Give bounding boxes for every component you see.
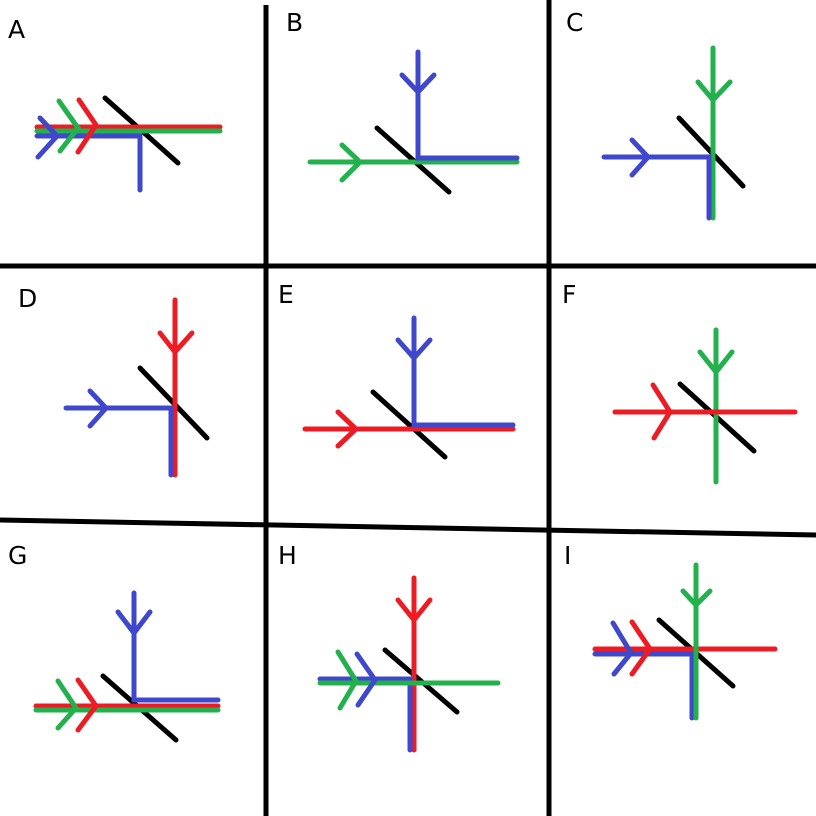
panel-g-drawing (33, 590, 221, 743)
blue-arrow-icon (629, 137, 652, 178)
blue-beam (601, 154, 712, 221)
blue-arrow-icon (115, 609, 153, 638)
panel-label-d: D (18, 284, 38, 313)
red-arrow-icon (75, 97, 100, 155)
red-arrow-icon (629, 619, 654, 677)
green-arrow-icon (56, 98, 82, 154)
blue-arrow-icon (35, 115, 61, 160)
panel-h-drawing (317, 575, 501, 753)
red-arrow-icon (335, 409, 360, 449)
green-arrow-icon (55, 678, 80, 731)
green-arrow-icon (695, 79, 733, 104)
blue-arrow-icon (354, 651, 379, 708)
panel-label-f: F (562, 280, 577, 309)
red-arrow-icon (157, 330, 195, 356)
panel-f-drawing (612, 327, 798, 485)
panel-b-drawing (307, 49, 520, 195)
red-arrow-icon (75, 677, 100, 733)
blue-beam (592, 651, 695, 721)
panel-d-drawing (63, 297, 210, 478)
blue-arrow-icon (610, 620, 635, 677)
green-arrow-icon (335, 649, 359, 711)
panel-label-h: H (278, 541, 297, 570)
panel-c-drawing (601, 45, 746, 221)
green-arrow-icon (680, 588, 713, 609)
blue-arrow-icon (87, 388, 110, 429)
blue-beam (317, 676, 413, 753)
panel-label-c: C (566, 8, 584, 37)
blue-beam (415, 49, 520, 161)
panel-label-i: I (564, 541, 572, 570)
blue-arrow-icon (399, 72, 437, 96)
panel-label-a: A (8, 15, 26, 44)
blue-arrow-icon (395, 337, 433, 362)
blue-beam (411, 315, 516, 428)
panel-label-g: G (8, 541, 28, 570)
panel-a-drawing (34, 95, 223, 193)
panel-label-b: B (286, 8, 304, 37)
mirror-line (370, 389, 448, 460)
grid-horizontal-2 (0, 517, 816, 538)
red-arrow-icon (395, 597, 433, 625)
blue-beam (63, 405, 174, 478)
panel-e-drawing (302, 315, 516, 460)
green-arrow-icon (339, 142, 364, 183)
panel-label-e: E (278, 280, 294, 309)
panel-i-drawing (592, 562, 778, 721)
red-arrow-icon (650, 382, 673, 441)
green-arrow-icon (697, 349, 735, 377)
blue-beam (131, 590, 221, 703)
